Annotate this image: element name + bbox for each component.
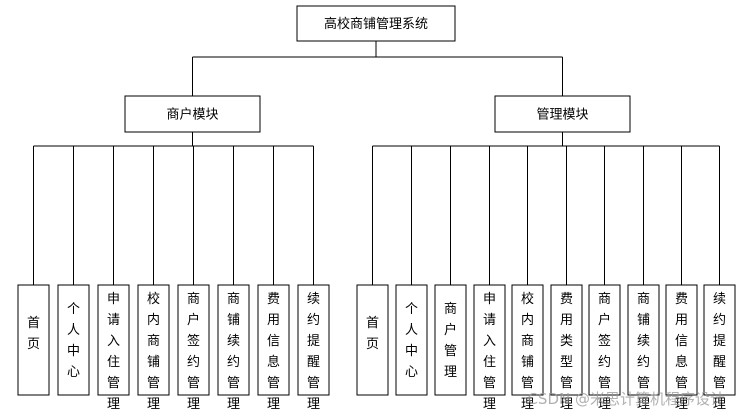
leaf-node-label-0-4: 商户签约管理: [187, 292, 200, 412]
leaf-node-label-1-7: 商铺续约管理: [637, 292, 650, 412]
leaf-node-label-1-9: 续约提醒管理: [713, 292, 726, 412]
leaf-node-label-0-1: 个人中心: [67, 302, 80, 380]
leaf-node-box-0-3: [137, 284, 170, 396]
leaf-node-box-1-1: [395, 284, 428, 396]
leaf-node-label-1-0: 首页: [366, 316, 379, 352]
leaf-node-box-1-2: [434, 284, 467, 396]
group-node-label-1: 管理模块: [536, 108, 588, 123]
leaf-node-label-0-3: 校内商铺管理: [147, 291, 160, 412]
leaf-node-box-0-0: [17, 284, 50, 396]
leaf-node-box-1-6: [588, 284, 621, 396]
leaf-node-box-0-6: [257, 284, 290, 396]
leaf-node-box-1-3: [473, 284, 506, 396]
leaf-node-label-1-6: 商户签约管理: [598, 292, 611, 412]
leaf-node-box-0-1: [57, 284, 90, 396]
root-node-box: [296, 5, 456, 42]
leaf-node-box-1-7: [627, 284, 660, 396]
leaf-node-box-1-9: [703, 284, 736, 396]
watermark: CSDN @米思计算机程序设计: [527, 390, 725, 408]
leaf-node-box-1-5: [550, 284, 583, 396]
leaf-node-label-1-8: 费用信息管理: [675, 292, 688, 412]
leaf-node-label-1-3: 申请入住管理: [483, 292, 496, 412]
leaf-node-label-0-2: 申请入住管理: [107, 292, 120, 412]
leaf-node-box-0-7: [297, 284, 330, 396]
leaf-node-box-0-2: [97, 284, 130, 396]
leaf-node-label-0-5: 商铺续约管理: [227, 292, 240, 412]
leaf-node-label-0-6: 费用信息管理: [267, 292, 280, 412]
leaf-node-label-1-4: 校内商铺管理: [521, 291, 534, 412]
leaf-node-box-1-0: [356, 284, 389, 396]
leaf-node-label-0-0: 首页: [27, 316, 40, 352]
leaf-node-label-1-2: 商户管理: [444, 302, 457, 380]
group-node-label-0: 商户模块: [166, 107, 218, 123]
leaf-node-box-0-4: [177, 284, 210, 396]
group-node-box-0: [124, 95, 261, 133]
leaf-node-label-1-1: 个人中心: [405, 302, 418, 380]
leaf-node-label-0-7: 续约提醒管理: [307, 292, 320, 412]
leaf-node-box-1-8: [665, 284, 698, 396]
leaf-node-label-1-5: 费用类型管理: [560, 292, 573, 412]
leaf-node-box-0-5: [217, 284, 250, 396]
root-node-label: 高校商铺管理系统: [324, 16, 428, 32]
leaf-node-box-1-4: [511, 284, 544, 396]
